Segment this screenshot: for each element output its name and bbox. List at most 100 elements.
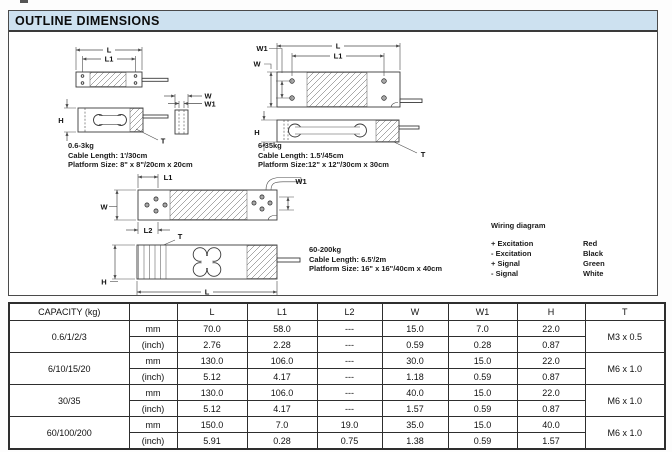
dim-cell: --- <box>316 336 383 353</box>
col-header-L1: L1 <box>246 302 318 321</box>
loadcell-medium-top-view <box>276 71 423 108</box>
dim-cell: 0.87 <box>516 336 586 353</box>
dim-cell: --- <box>316 400 383 417</box>
table-row: (inch) 5.91 0.28 0.75 1.38 0.59 1.57 <box>9 432 665 450</box>
platform-size: Platform Size: 16" x 16"/40cm x 40cm <box>309 264 443 273</box>
unit-cell: mm <box>128 320 178 337</box>
col-header-T: T <box>584 302 666 321</box>
dim-cell: 15.0 <box>447 352 518 369</box>
dim-label-W1: W1 <box>295 177 306 186</box>
dim-cell: 70.0 <box>176 320 248 337</box>
capacity-range: 0.6-3kg <box>68 141 94 150</box>
thread-cell: M6 x 1.0 <box>584 384 666 417</box>
dim-cell: --- <box>316 384 383 401</box>
loadcell-large-side-view <box>136 244 301 280</box>
dim-cell: 0.59 <box>447 432 518 450</box>
wiring-color: Red <box>583 239 598 248</box>
section-title: OUTLINE DIMENSIONS <box>15 13 160 28</box>
col-header-capacity: CAPACITY (kg) <box>8 302 130 321</box>
dim-cell: 15.0 <box>447 384 518 401</box>
capacity-cell: 60/100/200 <box>8 416 130 450</box>
loadcell-medium-dim-W1: W1 <box>256 44 292 99</box>
dim-cell: 4.17 <box>246 400 318 417</box>
loadcell-large-top-view <box>137 177 302 221</box>
dim-cell: 106.0 <box>246 384 318 401</box>
dim-label-W1: W1 <box>256 44 267 53</box>
loadcell-small-dim-T: T <box>135 128 166 146</box>
loadcell-medium-dim-L1: L1 <box>291 52 385 76</box>
dim-cell: 22.0 <box>516 352 586 369</box>
cable-length: Cable Length: 1.5'/45cm <box>258 150 344 160</box>
capacity-range: 6-35kg <box>258 141 282 150</box>
dim-cell: 0.59 <box>381 336 449 353</box>
wiring-color: Black <box>583 249 604 258</box>
loadcell-medium-dim-L: L <box>276 42 401 70</box>
dim-label-H: H <box>58 116 63 125</box>
unit-cell: (inch) <box>128 400 178 417</box>
table-row: (inch) 2.76 2.28 --- 0.59 0.28 0.87 <box>9 336 665 353</box>
dim-cell: 150.0 <box>176 416 248 433</box>
wiring-color: White <box>583 269 604 278</box>
dim-cell: 5.12 <box>176 368 248 385</box>
section-header: OUTLINE DIMENSIONS <box>9 11 657 32</box>
loadcell-large-dim-H: H <box>101 244 135 287</box>
table-row: 0.6/1/2/3 mm 70.0 58.0 --- 15.0 7.0 22.0… <box>8 320 666 353</box>
dim-cell: 15.0 <box>381 320 449 337</box>
loadcell-small-side-view <box>77 107 169 133</box>
caption-medium-loadcell: 6-35kg Cable Length: 1.5'/45cm Platform … <box>258 141 389 170</box>
drawing-area: L L1 <box>9 32 657 295</box>
dim-label-T: T <box>178 232 183 241</box>
cable-length: Cable Length: 6.5'/2m <box>309 254 387 264</box>
dim-label-H: H <box>101 278 106 287</box>
dim-label-W: W <box>100 203 108 212</box>
loadcell-large-dim-L1: L1 <box>137 173 173 188</box>
wiring-title: Wiring diagram <box>491 221 546 230</box>
col-header-W: W <box>381 302 449 321</box>
dim-label-L2: L2 <box>144 226 153 235</box>
loadcell-medium-side-view <box>276 119 420 143</box>
dim-cell: 22.0 <box>516 320 586 337</box>
dim-label-L: L <box>336 42 341 51</box>
thread-cell: M6 x 1.0 <box>584 352 666 385</box>
dim-label-W1: W1 <box>204 100 215 109</box>
dim-cell: 0.28 <box>447 336 518 353</box>
dim-cell: 19.0 <box>316 416 383 433</box>
dim-cell: 0.87 <box>516 400 586 417</box>
dim-label-L1: L1 <box>164 173 173 182</box>
dim-cell: 7.0 <box>246 416 318 433</box>
cable-length: Cable Length: 1'/30cm <box>68 150 148 160</box>
dim-cell: 1.38 <box>381 432 449 450</box>
loadcell-small-top-view <box>75 71 169 88</box>
dim-cell: 0.59 <box>447 368 518 385</box>
dim-label-L: L <box>107 46 112 55</box>
dim-cell: --- <box>316 352 383 369</box>
unit-cell: (inch) <box>128 336 178 353</box>
unit-cell: mm <box>128 384 178 401</box>
dim-cell: 58.0 <box>246 320 318 337</box>
wiring-row: + Signal Green <box>491 259 605 269</box>
unit-cell: (inch) <box>128 368 178 385</box>
dim-label-L: L <box>205 288 210 296</box>
table-header-row: CAPACITY (kg) L L1 L2 W W1 H T <box>8 302 666 321</box>
dim-cell: 4.17 <box>246 368 318 385</box>
dim-cell: 2.76 <box>176 336 248 353</box>
wiring-signal: - Excitation <box>491 249 532 258</box>
outline-dimensions-panel: OUTLINE DIMENSIONS <box>8 10 658 296</box>
dim-cell: 1.57 <box>516 432 586 450</box>
capacity-cell: 30/35 <box>8 384 130 417</box>
loadcell-medium-dim-T: T <box>393 141 426 159</box>
dim-cell: 40.0 <box>516 416 586 433</box>
loadcell-large-dim-L2: L2 <box>126 222 170 235</box>
table-row: (inch) 5.12 4.17 --- 1.18 0.59 0.87 <box>9 368 665 385</box>
wiring-row: - Signal White <box>491 269 605 279</box>
dim-cell: 15.0 <box>447 416 518 433</box>
loadcell-small-dim-L1: L1 <box>82 55 136 72</box>
table-row: 30/35 mm 130.0 106.0 --- 40.0 15.0 22.0 … <box>8 384 666 417</box>
col-header-W1: W1 <box>447 302 518 321</box>
wiring-signal: + Excitation <box>491 239 534 248</box>
dim-label-T: T <box>161 137 166 146</box>
loadcell-large-dim-W1: W1 <box>279 177 307 211</box>
col-header-L: L <box>176 302 248 321</box>
dim-cell: 30.0 <box>381 352 449 369</box>
